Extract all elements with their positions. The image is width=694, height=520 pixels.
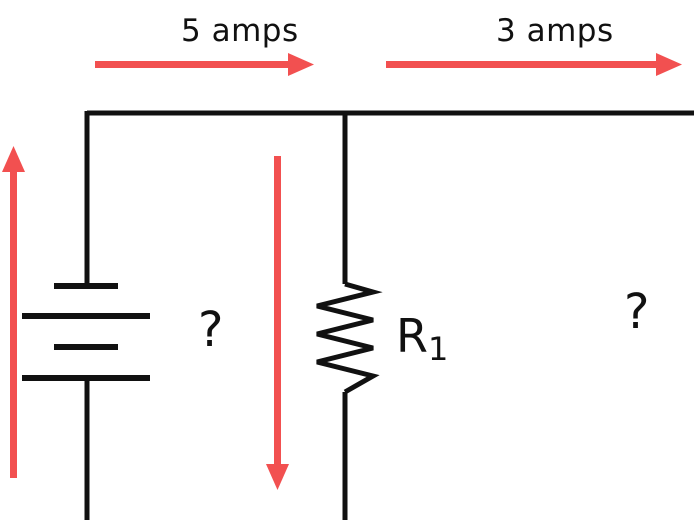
- unknown-battery-voltage-label: ?: [198, 302, 224, 358]
- arrow-resistor-down: [266, 156, 289, 490]
- arrow-battery-up: [2, 146, 25, 478]
- battery-symbol: [22, 283, 150, 381]
- arrow-top-right: [386, 53, 682, 76]
- resistor-subscript: 1: [427, 330, 449, 368]
- resistor-symbol: [316, 281, 383, 395]
- resistor-letter: R: [396, 309, 428, 363]
- arrow-top-left: [95, 53, 314, 76]
- unknown-right-label: ?: [624, 284, 650, 340]
- current-label-left: 5 amps: [181, 13, 299, 49]
- current-label-right: 3 amps: [496, 13, 614, 49]
- resistor-label: R1: [396, 313, 448, 365]
